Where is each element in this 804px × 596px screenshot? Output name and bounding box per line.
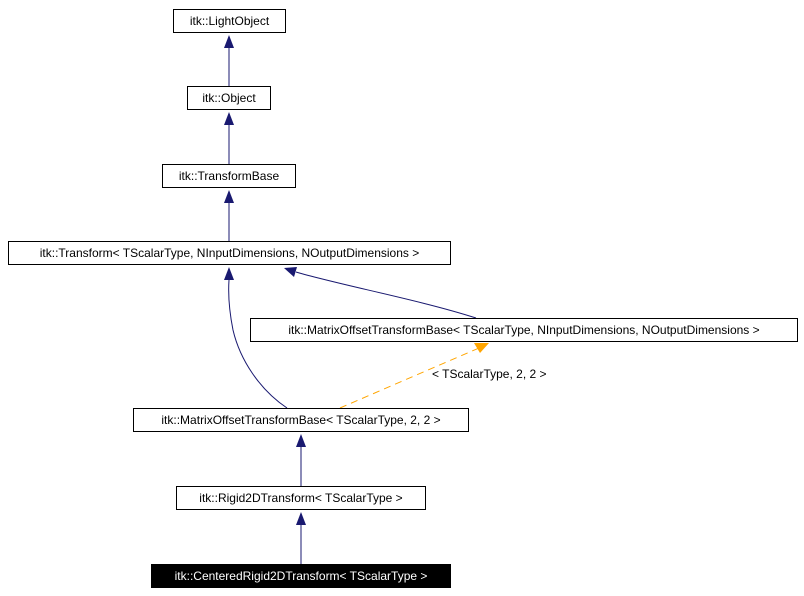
template-args-label: < TScalarType, 2, 2 > xyxy=(432,367,547,381)
node-light-object[interactable]: itk::LightObject xyxy=(173,9,286,33)
node-matrix-offset-transform-base-2-2[interactable]: itk::MatrixOffsetTransformBase< TScalarT… xyxy=(133,408,469,432)
node-matrix-offset-transform-base-template[interactable]: itk::MatrixOffsetTransformBase< TScalarT… xyxy=(250,318,798,342)
arrowhead-object xyxy=(224,112,234,125)
edge-matrixoffset-template-to-transform xyxy=(295,271,477,319)
arrowhead-matrixoffset22 xyxy=(296,434,306,447)
arrowhead-transform-right xyxy=(284,267,297,277)
arrowhead-transform-left xyxy=(224,267,234,280)
arrowhead-template xyxy=(474,343,489,353)
edge-instantiation xyxy=(339,347,480,409)
edge-matrixoffset22-to-transform xyxy=(228,279,288,409)
arrowhead-lightobject xyxy=(224,35,234,48)
node-transform[interactable]: itk::Transform< TScalarType, NInputDimen… xyxy=(8,241,451,265)
node-transform-base[interactable]: itk::TransformBase xyxy=(162,164,296,188)
arrowhead-transformbase xyxy=(224,190,234,203)
node-centered-rigid2d-transform: itk::CenteredRigid2DTransform< TScalarTy… xyxy=(151,564,451,588)
node-rigid2d-transform[interactable]: itk::Rigid2DTransform< TScalarType > xyxy=(176,486,426,510)
arrowhead-rigid2d xyxy=(296,512,306,525)
node-object[interactable]: itk::Object xyxy=(187,86,271,110)
